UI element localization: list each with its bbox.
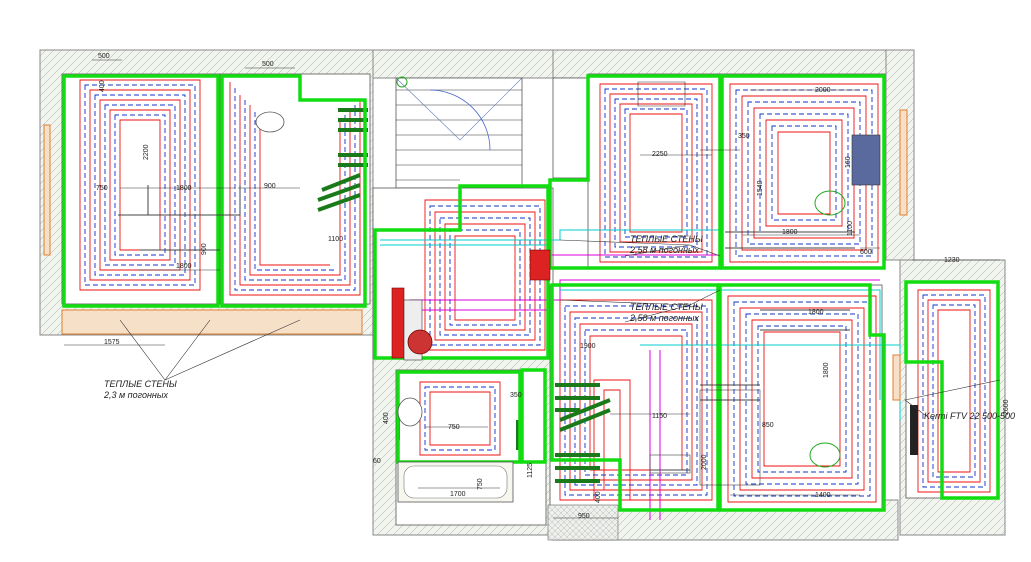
manifold	[391, 249, 551, 361]
dim-950: 950	[578, 513, 590, 520]
dim-2000-b: 2000	[701, 454, 708, 470]
dim-1800-d: 1800	[808, 309, 824, 316]
dim-1150: 1150	[652, 413, 667, 420]
dim-750-c: 750	[477, 478, 484, 490]
warm-walls-left-title: ТЕПЛЫЕ СТЕНЫ	[104, 379, 177, 389]
leader-lines	[119, 239, 1001, 416]
dim-1125: 1125	[527, 463, 534, 478]
dim-2250: 2250	[652, 151, 668, 158]
chair-2	[809, 442, 841, 468]
dim-1100: 1100	[328, 236, 343, 243]
dim-600: 600	[860, 249, 872, 256]
warm-walls-mid1-title: ТЕПЛЫЕ СТЕНЫ	[630, 234, 703, 244]
dim-1900: 1900	[580, 343, 596, 350]
warm-walls-mid2-length: 2,58 м погонных	[629, 313, 700, 323]
dimension-labels: 500 500 400 2200 750 1800 900 1100 1800 …	[96, 53, 1010, 520]
dim-750-a: 750	[96, 185, 108, 192]
dim-400-b: 400	[383, 412, 390, 424]
dim-900: 900	[264, 183, 276, 190]
heating-loops-return	[84, 84, 986, 497]
dim-350-b: 350	[510, 392, 522, 399]
dim-1800-c: 1800	[782, 229, 798, 236]
dim-750-b: 750	[448, 424, 460, 431]
dim-400-c: 400	[595, 491, 602, 503]
dim-2600: 2600	[1003, 399, 1010, 415]
staircase	[395, 76, 523, 181]
dim-350: 350	[738, 133, 750, 140]
toilet-1	[255, 111, 285, 133]
dim-1800-e: 1800	[823, 362, 830, 378]
dim-1540: 1540	[757, 180, 764, 196]
warm-walls-left-length: 2,3 м погонных	[103, 390, 169, 400]
radiator-upper	[851, 134, 881, 186]
heating-zones	[62, 74, 1000, 512]
dim-1575: 1575	[104, 339, 120, 346]
annotations: ТЕПЛЫЕ СТЕНЫ 2,3 м погонных ТЕПЛЫЕ СТЕНЫ…	[103, 234, 1015, 421]
dim-1800-b: 1800	[176, 263, 192, 270]
toilet-2	[397, 397, 423, 427]
dim-500-a: 500	[98, 53, 110, 60]
dim-1400: 1400	[815, 492, 831, 499]
warm-walls-mid1-length: 2,58 м погонных	[629, 245, 700, 255]
dim-500-b: 500	[262, 61, 274, 68]
dim-2000: 2000	[815, 87, 831, 94]
radiator-label: Kermi FTV 22 500-500	[924, 411, 1015, 421]
dim-400-a: 400	[99, 80, 106, 92]
dimension-lines	[64, 59, 1000, 519]
dim-1800-a: 1800	[176, 185, 192, 192]
dim-900-b: 900	[201, 243, 208, 255]
dim-1700: 1700	[450, 491, 466, 498]
dim-2200: 2200	[143, 144, 150, 160]
chair-1	[814, 190, 846, 216]
heating-loops-supply	[79, 79, 991, 503]
windows	[43, 109, 908, 401]
dim-850: 850	[762, 422, 774, 429]
dim-1230: 1230	[944, 257, 960, 264]
dim-160: 160	[845, 156, 852, 168]
radiator-kermi	[910, 405, 918, 455]
dim-60: 60	[373, 458, 381, 465]
dim-1100-b: 1100	[847, 221, 854, 236]
warm-walls-mid2-title: ТЕПЛЫЕ СТЕНЫ	[630, 302, 703, 312]
fixtures	[255, 111, 846, 503]
